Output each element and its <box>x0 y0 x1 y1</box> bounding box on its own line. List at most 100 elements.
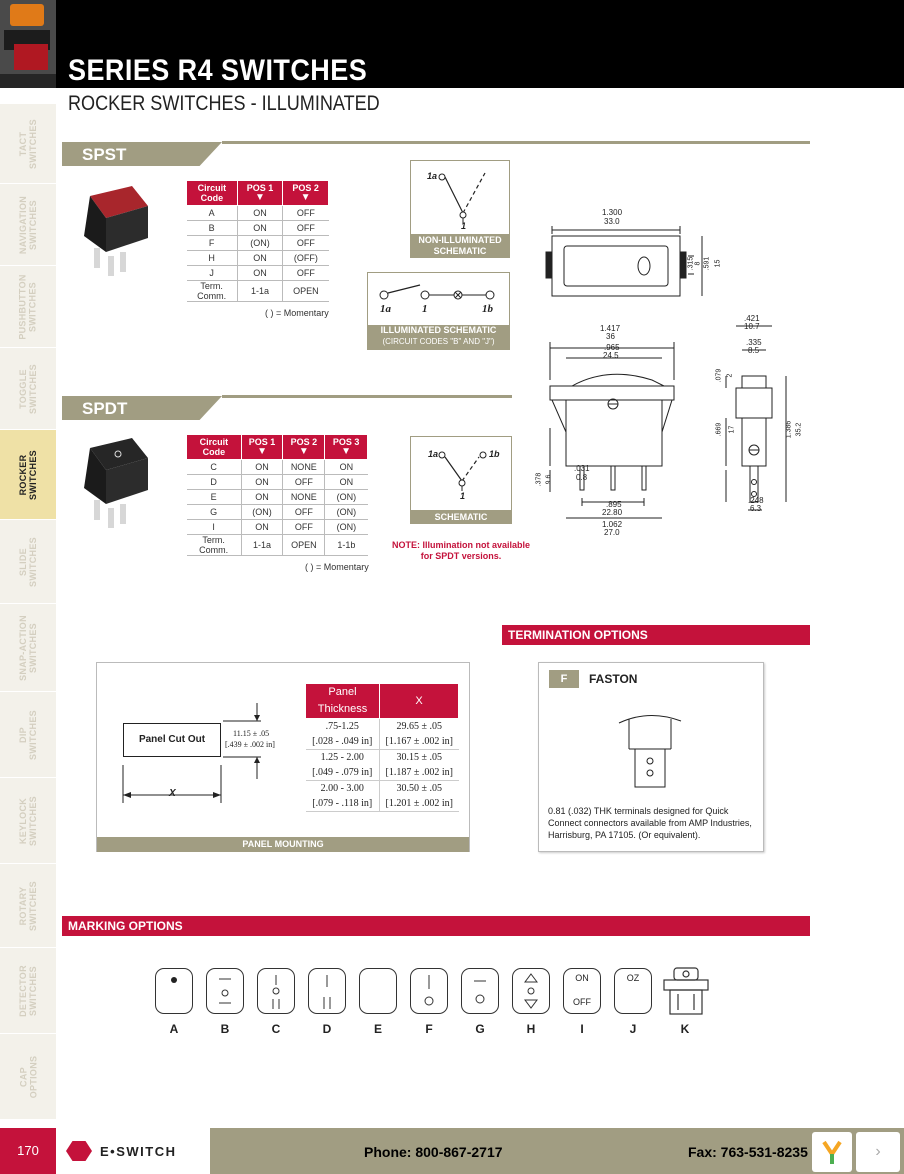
rocker-pos3-icon: ▼ <box>341 446 352 457</box>
spdt-momentary-note: ( ) = Momentary <box>305 562 369 572</box>
marking-off-text: OFF <box>573 997 591 1007</box>
termination-code-badge: F <box>549 670 579 688</box>
marking-label: B <box>220 1022 230 1036</box>
table-row: 2.00 - 3.00 30.50 ± .05 <box>306 780 459 796</box>
table-cell: OFF <box>282 265 329 281</box>
table-cell: NONE <box>282 459 325 475</box>
marking-label: D <box>322 1022 332 1036</box>
dim-text: 33.0 <box>604 217 620 226</box>
table-header: POS 2▼ <box>282 434 326 460</box>
page-subtitle: ROCKER SWITCHES - ILLUMINATED <box>68 92 380 115</box>
dim-text: 24.5 <box>603 351 619 360</box>
dim-text: .965 <box>604 343 620 352</box>
table-row: [.079 - .118 in][1.201 ± .002 in] <box>305 796 459 812</box>
table-cell: (ON) <box>324 519 368 535</box>
table-cell: (OFF) <box>282 250 329 266</box>
sidebar-item-label: KEYLOCK SWITCHES <box>18 795 38 846</box>
table-cell: NONE <box>282 489 325 505</box>
sidebar-item-toggle[interactable]: TOGGLE SWITCHES <box>0 348 56 430</box>
marking-label: H <box>526 1022 536 1036</box>
table-cell: A <box>186 205 238 221</box>
dim-text: 2 <box>726 373 734 378</box>
marking-label: F <box>425 1022 433 1036</box>
sidebar-item-dip[interactable]: DIP SWITCHES <box>0 692 56 778</box>
table-cell: H <box>186 250 238 266</box>
sidebar-item-keylock[interactable]: KEYLOCK SWITCHES <box>0 778 56 864</box>
table-cell: I <box>186 519 242 535</box>
sidebar-item-rotary[interactable]: ROTARY SWITCHES <box>0 864 56 948</box>
sidebar-item-cap-options[interactable]: CAP OPTIONS <box>0 1034 56 1120</box>
sidebar-item-label: NAVIGATION SWITCHES <box>18 195 39 254</box>
marking-label: G <box>475 1022 485 1036</box>
table-cell: (ON) <box>324 489 368 505</box>
table-cell: ON <box>236 265 283 281</box>
dim-text: .031 <box>574 464 590 473</box>
schematic-terminal-label: 1b <box>482 303 493 315</box>
table-cell: 30.50 ± .05 <box>379 780 459 796</box>
table-cell: C <box>186 459 242 475</box>
dim-text: 36 <box>606 332 615 341</box>
dimension-drawings: 1.300 33.0 .315 8 .591 15 1.417 36 .965 … <box>535 200 816 550</box>
sidebar-item-tact[interactable]: TACT SWITCHES <box>0 104 56 184</box>
marking-label: E <box>373 1022 382 1036</box>
panel-height-dim-in: [.439 ± .002 in] <box>225 740 275 749</box>
sidebar-item-slide[interactable]: SLIDE SWITCHES <box>0 520 56 604</box>
sidebar-item-detector[interactable]: DETECTOR SWITCHES <box>0 948 56 1034</box>
marking-label: A <box>169 1022 179 1036</box>
rocker-pos1-icon: ▼ <box>255 192 265 203</box>
dim-text: 8.5 <box>748 346 760 355</box>
dim-text: 10.7 <box>744 322 760 331</box>
sidebar-item-rocker[interactable]: ROCKER SWITCHES <box>0 430 56 520</box>
table-cell: ON <box>240 459 283 475</box>
chevron-right-icon: › <box>875 1143 881 1160</box>
dim-text: .895 <box>606 500 622 509</box>
contact-bar: Phone: 800-867-2717 Fax: 763-531-8235 <box>210 1128 904 1174</box>
sidebar-item-pushbutton[interactable]: PUSHBUTTON SWITCHES <box>0 266 56 348</box>
table-header: POS 1▼ <box>240 434 284 460</box>
marking-label: C <box>271 1022 281 1036</box>
dim-text: 0.8 <box>576 473 588 482</box>
viewer-logo-icon <box>812 1132 852 1172</box>
table-cell: ON <box>240 489 283 505</box>
marking-label: K <box>680 1022 690 1036</box>
spst-schematic-box: 1a 1 NON-ILLUMINATED SCHEMATIC <box>410 160 510 258</box>
table-header: X <box>379 683 459 719</box>
table-cell: [.079 - .118 in] <box>305 796 380 812</box>
dim-text: 8 <box>694 261 702 266</box>
panel-mounting-label: PANEL MOUNTING <box>97 837 469 852</box>
spdt-switch-image <box>76 430 154 530</box>
schematic-label: NON-ILLUMINATED SCHEMATIC <box>411 234 509 258</box>
table-header: Circuit Code <box>186 180 238 206</box>
sidebar-item-snap-action[interactable]: SNAP-ACTION SWITCHES <box>0 604 56 692</box>
table-cell: ON <box>236 250 283 266</box>
dim-text: .591 <box>703 256 711 271</box>
table-cell: ON <box>324 459 368 475</box>
table-cell: [.049 - .079 in] <box>305 765 380 781</box>
dim-text: .669 <box>715 422 723 437</box>
marking-option-h <box>512 968 550 1014</box>
panel-mounting-box: Panel Cut Out 11.15 ± .05 [.439 ± .002 i… <box>96 662 470 852</box>
dim-text: 1.417 <box>600 324 621 333</box>
next-page-button[interactable]: › <box>856 1132 900 1172</box>
category-sidebar: TACT SWITCHES NAVIGATION SWITCHES PUSHBU… <box>0 104 56 1120</box>
schematic-terminal-label: 1a <box>428 449 439 459</box>
title-bar: SERIES R4 SWITCHES <box>56 0 904 88</box>
panel-cutout-rect: Panel Cut Out <box>123 723 221 757</box>
page-number: 170 <box>0 1128 56 1174</box>
marking-option-d <box>308 968 346 1014</box>
dim-text: .079 <box>715 368 723 383</box>
sidebar-item-label: CAP OPTIONS <box>17 1055 38 1098</box>
sidebar-item-navigation[interactable]: NAVIGATION SWITCHES <box>0 184 56 266</box>
table-cell: 2.00 - 3.00 <box>320 783 364 794</box>
sidebar-item-label: DETECTOR SWITCHES <box>18 964 38 1017</box>
table-cell: Term. Comm. <box>186 534 242 556</box>
dim-text: 17 <box>728 425 736 434</box>
